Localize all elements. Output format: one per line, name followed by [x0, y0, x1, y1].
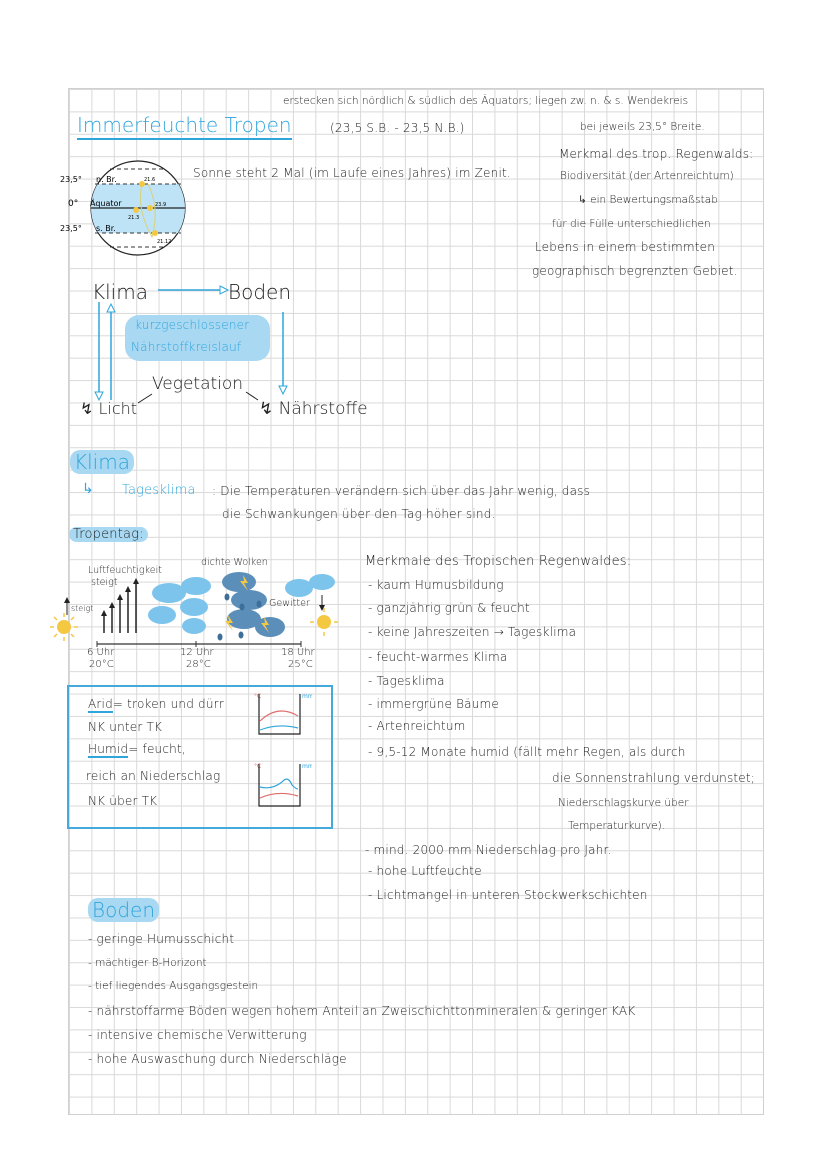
intro-line-2: bei jeweils 23,5° Breite. [580, 121, 705, 133]
tagesklima-text-1: : Die Temperaturen verändern sich über d… [212, 484, 591, 498]
climate-mini-charts: °C mm °C mm [254, 693, 312, 807]
humid-definition: = feucht, [128, 742, 186, 756]
merkmal-line: ↳ ein Bewertungsmaßstab [578, 194, 718, 206]
regenwald-item: - Lichtmangel in unteren Stockwerkschich… [368, 888, 648, 902]
tropentag-label: Tropentag: [69, 527, 148, 542]
humid-term: Humid [88, 742, 129, 758]
svg-text:°C: °C [254, 693, 261, 700]
svg-text:23,5°: 23,5° [60, 224, 82, 233]
svg-text:mm: mm [302, 693, 312, 700]
merkmal-line: Lebens in einem bestimmten [535, 240, 716, 254]
arid-line-2: NK unter TK [88, 720, 163, 734]
arid-humid-box [67, 685, 333, 829]
boden-item: - intensive chemische Verwitterung [88, 1028, 307, 1042]
regenwald-humid-cont: Niederschlagskurve über [558, 797, 689, 809]
tagesklima-text-2: die Schwankungen über den Tag höher sind… [222, 507, 496, 521]
humidity-label-2: steigt [91, 577, 118, 588]
boden-item: - hohe Auswaschung durch Niederschläge [88, 1052, 347, 1066]
regenwald-heading: Merkmale des Tropischen Regenwaldes: [365, 554, 632, 569]
page-title: Immerfeuchte Tropen [77, 113, 292, 140]
storm-label: Gewitter [269, 598, 310, 609]
arid-definition: = troken und dürr [112, 697, 224, 711]
globe-diagram: 23,5° n. Br. 0° Äquator 23,5° s. Br. 21.… [60, 160, 186, 256]
svg-text:mm: mm [302, 763, 312, 770]
cycle-arrows [94, 285, 288, 404]
rises-label: steigt [71, 604, 94, 613]
time-label: 6 Uhr [87, 647, 115, 658]
node-boden: Boden [228, 280, 292, 304]
grid-paper [68, 88, 764, 1115]
time-label: 18 Uhr [281, 647, 315, 658]
intro-line-1: erstecken sich nördlich & südlich des Äq… [283, 95, 689, 107]
boden-item: - nährstoffarme Böden wegen hohem Anteil… [88, 1004, 636, 1018]
latitude-range: (23,5 S.B. - 23,5 N.B.) [330, 121, 465, 135]
svg-text:21.12: 21.12 [157, 239, 171, 245]
cycle-highlight [125, 315, 270, 361]
humidity-label-1: Luftfeuchtigkeit [88, 565, 162, 576]
regenwald-item: - hohe Luftfeuchte [368, 864, 482, 878]
merkmal-line: geographisch begrenzten Gebiet. [532, 264, 738, 278]
tropentag-diagram [50, 572, 338, 647]
svg-text:s. Br.: s. Br. [96, 224, 116, 233]
humid-line-2: reich an Niederschlag [86, 769, 221, 783]
node-naehrstoffe: ↯ Nährstoffe [259, 399, 368, 419]
boden-item: - tief liegendes Ausgangsgestein [88, 980, 259, 992]
svg-text:°C: °C [254, 763, 261, 770]
node-klima: Klima [92, 280, 148, 304]
regenwald-item: - feucht-warmes Klima [368, 650, 508, 664]
svg-text:23.9: 23.9 [155, 202, 166, 208]
sun-icon [310, 608, 338, 636]
boden-item: - mächtiger B-Horizont [88, 957, 207, 969]
svg-text:21.6: 21.6 [144, 177, 155, 183]
temp-label: 28°C [186, 659, 211, 670]
klima-heading: Klima [70, 450, 134, 474]
tagesklima-label: Tagesklima [122, 483, 196, 498]
regenwald-item: - kaum Humusbildung [368, 578, 504, 592]
arid-line: Arid= troken und dürr [88, 697, 224, 713]
regenwald-humid-cont: Temperaturkurve). [568, 820, 666, 832]
time-label: 12 Uhr [180, 647, 214, 658]
regenwald-item: - ganzjährig grün & feucht [368, 601, 530, 615]
regenwald-item: - immergrüne Bäume [368, 697, 499, 711]
clouds-label: dichte Wolken [201, 557, 268, 568]
sun-icon [50, 613, 78, 641]
regenwald-item: - Artenreichtum [368, 719, 466, 733]
temp-label: 25°C [288, 659, 313, 670]
node-licht: ↯ Licht [80, 399, 138, 418]
temp-label: 20°C [89, 659, 114, 670]
zenith-text: Sonne steht 2 Mal (im Laufe eines Jahres… [193, 166, 511, 180]
svg-text:n. Br.: n. Br. [96, 175, 117, 184]
arrow-icon: ↳ [82, 481, 94, 497]
node-vegetation: Vegetation [152, 374, 244, 394]
regenwald-item: - 9,5-12 Monate humid (fällt mehr Regen,… [368, 745, 686, 759]
svg-text:0°: 0° [68, 199, 78, 209]
humid-line-3: NK über TK [88, 794, 158, 808]
svg-text:23,5°: 23,5° [60, 175, 82, 184]
merkmal-line: Biodiversität (der Artenreichtum) [560, 170, 734, 182]
boden-heading: Boden [88, 898, 160, 922]
cycle-label-1: kurzgeschlossener [135, 318, 250, 332]
regenwald-item: - keine Jahreszeiten → Tagesklima [368, 625, 577, 639]
humid-line: Humid= feucht, [88, 742, 186, 758]
svg-text:21.3: 21.3 [128, 215, 139, 221]
regenwald-item: - mind. 2000 mm Niederschlag pro Jahr. [365, 843, 612, 857]
regenwald-humid-cont: die Sonnenstrahlung verdunstet; [552, 771, 756, 785]
regenwald-item: - Tagesklima [368, 674, 445, 688]
svg-text:Äquator: Äquator [90, 198, 122, 208]
cycle-label-2: Nährstoffkreislauf [131, 340, 242, 354]
boden-item: - geringe Humusschicht [88, 932, 235, 946]
merkmal-heading: Merkmal des trop. Regenwalds: [559, 147, 754, 161]
merkmal-line: für die Fülle unterschiedlichen [552, 218, 711, 230]
arid-term: Arid [88, 697, 113, 713]
